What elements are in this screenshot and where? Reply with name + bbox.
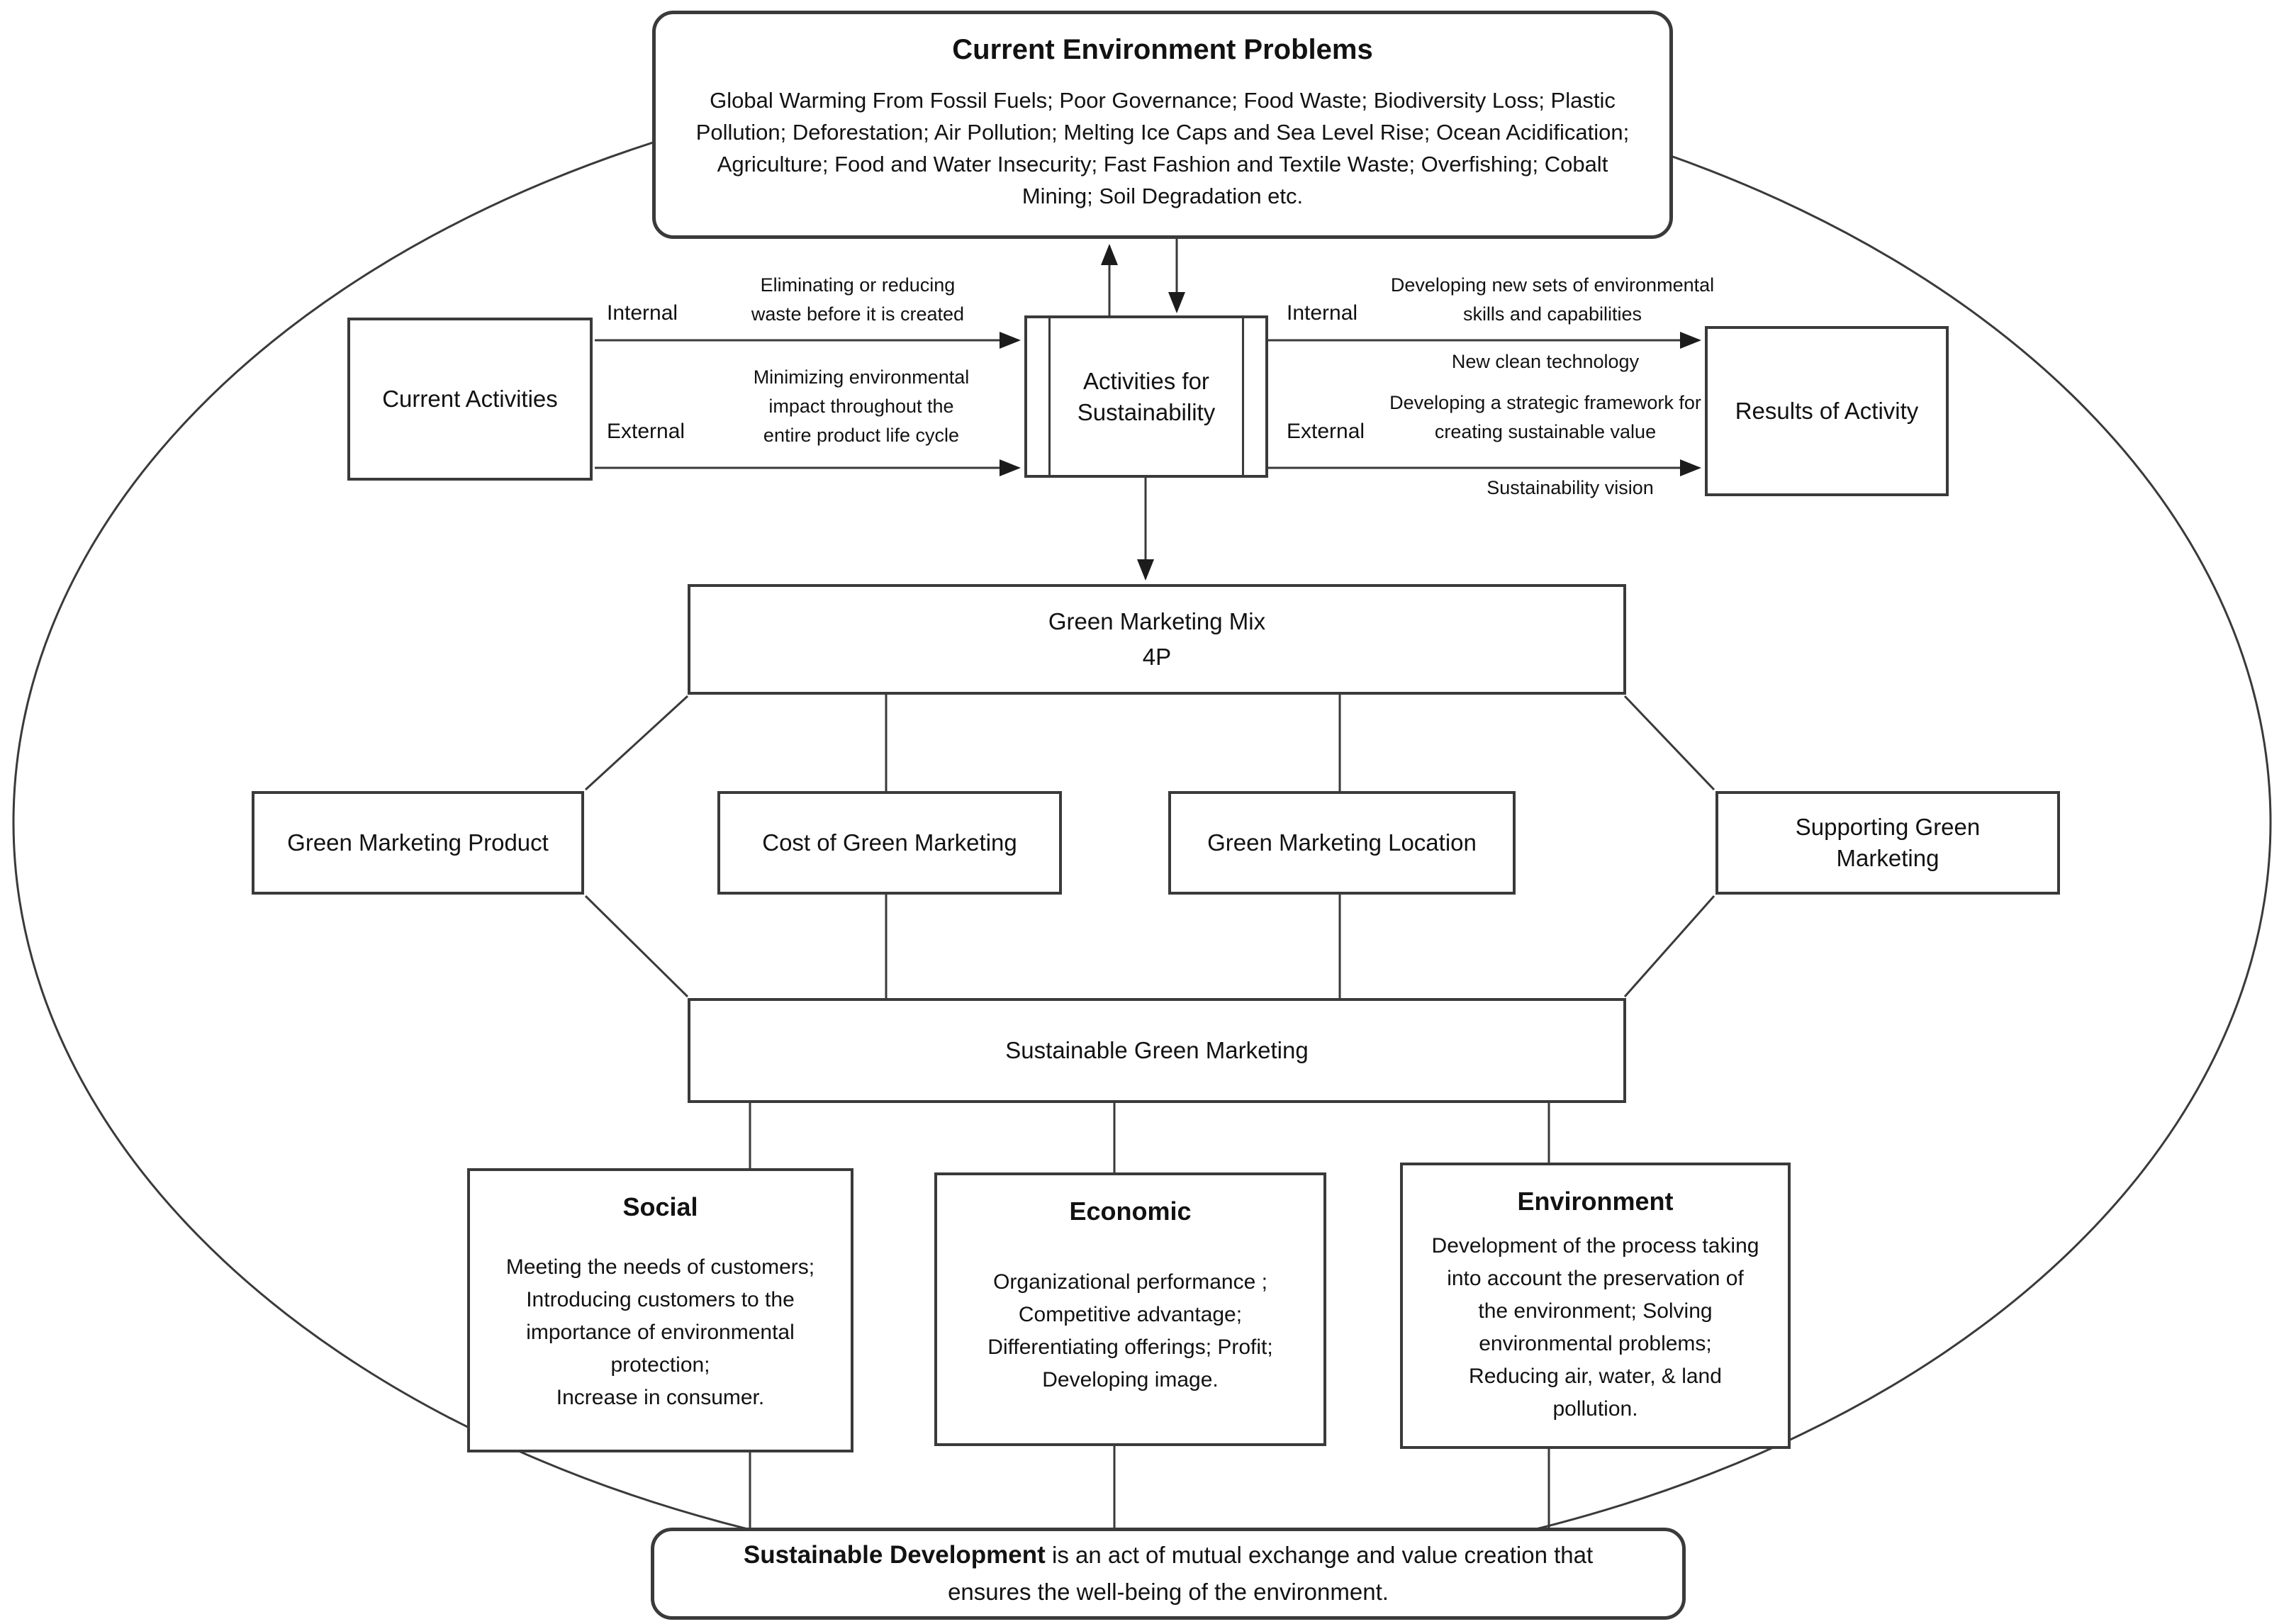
cost-of-green-marketing-label: Cost of Green Marketing (762, 829, 1017, 856)
environment-body: Development of the process taking into a… (1431, 1234, 1759, 1421)
box-current-environment-problems: Current Environment Problems Global Warm… (652, 11, 1673, 239)
box-cost-of-green-marketing: Cost of Green Marketing (717, 791, 1062, 895)
box-supporting-green-marketing: Supporting Green Marketing (1715, 791, 2060, 895)
economic-body: Organizational performance ; Competitive… (987, 1270, 1273, 1391)
current-activities-label: Current Activities (382, 386, 558, 412)
box-sustainable-green-marketing: Sustainable Green Marketing (688, 998, 1626, 1103)
sustainable-development-rest: is an act of mutual exchange and value c… (948, 1542, 1594, 1605)
economic-title: Economic (1069, 1197, 1192, 1226)
box-green-marketing-location: Green Marketing Location (1168, 791, 1516, 895)
right-external-caption-below: Sustainability vision (1487, 477, 1654, 498)
left-internal-caption: Eliminating or reducing waste before it … (751, 274, 965, 325)
social-body: Meeting the needs of customers; Introduc… (505, 1255, 815, 1409)
right-internal-label: Internal (1287, 301, 1358, 325)
right-internal-caption-below: New clean technology (1451, 351, 1640, 372)
box-economic: Economic Organizational performance ; Co… (934, 1172, 1326, 1446)
sustainable-green-marketing-label: Sustainable Green Marketing (1005, 1037, 1309, 1063)
results-of-activity-label: Results of Activity (1735, 398, 1919, 424)
green-marketing-location-label: Green Marketing Location (1207, 829, 1477, 856)
sustainable-development-title: Sustainable Development (743, 1541, 1046, 1569)
green-marketing-product-label: Green Marketing Product (287, 829, 549, 856)
supporting-green-marketing-label: Supporting Green Marketing (1795, 814, 1981, 871)
box-green-marketing-product: Green Marketing Product (252, 791, 584, 895)
activities-for-sustainability-label: Activities for Sustainability (1077, 367, 1216, 425)
box-environment: Environment Development of the process t… (1400, 1163, 1791, 1449)
plain-connectors (584, 695, 1715, 1529)
box-sustainable-development: Sustainable Development is an act of mut… (651, 1528, 1686, 1620)
right-external-caption-above: Developing a strategic framework for cre… (1389, 392, 1701, 442)
right-external-label: External (1287, 420, 1365, 443)
right-internal-caption-above: Developing new sets of environmental ski… (1390, 274, 1715, 325)
environment-title: Environment (1517, 1187, 1674, 1216)
box-results-of-activity: Results of Activity (1705, 326, 1949, 496)
box-current-activities: Current Activities (347, 318, 593, 481)
left-external-label: External (607, 420, 685, 443)
left-external-caption: Minimizing environmental impact througho… (753, 366, 970, 446)
social-title: Social (622, 1192, 698, 1221)
box-activities-for-sustainability: Activities for Sustainability (1024, 315, 1268, 478)
left-internal-label: Internal (607, 301, 678, 325)
green-marketing-mix-label: Green Marketing Mix 4P (1048, 608, 1266, 670)
sustainable-development-text: Sustainable Development is an act of mut… (722, 1537, 1615, 1611)
current-environment-problems-body: Global Warming From Fossil Fuels; Poor G… (695, 87, 1630, 208)
box-social: Social Meeting the needs of customers; I… (467, 1168, 853, 1452)
box-green-marketing-mix: Green Marketing Mix 4P (688, 584, 1626, 695)
current-environment-problems-title: Current Environment Problems (952, 34, 1373, 65)
arrow-connectors (595, 239, 1701, 581)
